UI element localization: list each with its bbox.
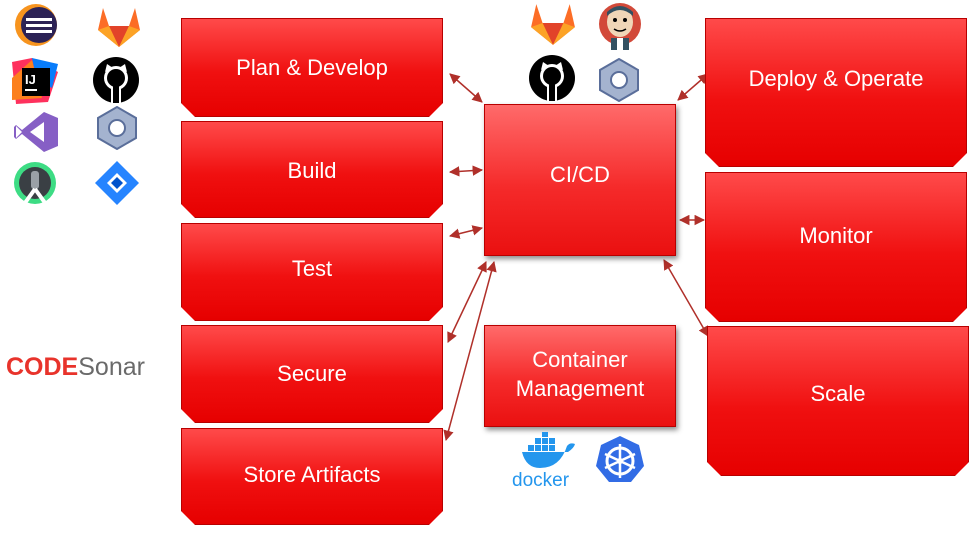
- monitor-label: Monitor: [799, 223, 873, 248]
- codesonar-logo-sonar: Sonar: [78, 353, 145, 381]
- store-artifacts-box: Store Artifacts: [181, 428, 443, 525]
- arrow-cicd-scale: [663, 259, 709, 337]
- arrow-plan-cicd: [449, 73, 483, 103]
- deploy-operate-box: Deploy & Operate: [705, 18, 967, 167]
- monitor-box: Monitor: [705, 172, 967, 322]
- docker-whale-icon: [522, 432, 575, 468]
- eclipse-icon: [15, 4, 57, 46]
- github-icon: [529, 55, 575, 101]
- visual-studio-icon: [14, 112, 58, 152]
- docker-wordmark: docker: [512, 470, 570, 491]
- build-label: Build: [287, 158, 337, 183]
- github-icon: [93, 57, 139, 103]
- hex-nut-icon: [599, 58, 639, 102]
- scale-box: Scale: [707, 326, 969, 476]
- arrow-secure-cicd: [447, 261, 487, 343]
- codesonar-logo: CODESonar: [6, 353, 145, 382]
- arrow-store-cicd: [443, 260, 497, 442]
- intellij-icon: IJ: [12, 58, 58, 104]
- secure-box: Secure: [181, 325, 443, 423]
- android-studio-icon: [14, 162, 56, 209]
- build-box: Build: [181, 121, 443, 218]
- plan-develop-label: Plan & Develop: [236, 55, 388, 80]
- deploy-operate-label: Deploy & Operate: [748, 66, 924, 91]
- test-label: Test: [291, 256, 333, 281]
- jenkins-icon: [599, 3, 641, 50]
- cicd-box: CI/CD: [484, 104, 676, 256]
- test-box: Test: [181, 223, 443, 321]
- kubernetes-icon: [596, 436, 644, 482]
- scale-label: Scale: [810, 381, 866, 406]
- arrow-cicd-deploy: [677, 73, 709, 101]
- plan-develop-box: Plan & Develop: [181, 18, 443, 117]
- jira-icon: [95, 161, 139, 205]
- hex-nut-icon: [97, 106, 137, 150]
- container-management-box: Container Management: [484, 325, 676, 427]
- store-artifacts-label: Store Artifacts: [243, 462, 381, 487]
- svg-text:IJ: IJ: [25, 72, 36, 87]
- arrow-test-cicd: [448, 225, 484, 239]
- gitlab-icon: [98, 8, 140, 47]
- container-label-line2: Management: [515, 376, 645, 401]
- secure-label: Secure: [277, 361, 347, 386]
- gitlab-icon: [531, 4, 575, 45]
- container-label-line1: Container: [532, 347, 628, 372]
- arrow-build-cicd: [448, 165, 484, 177]
- cicd-label: CI/CD: [550, 162, 610, 187]
- codesonar-logo-code: CODE: [6, 353, 79, 381]
